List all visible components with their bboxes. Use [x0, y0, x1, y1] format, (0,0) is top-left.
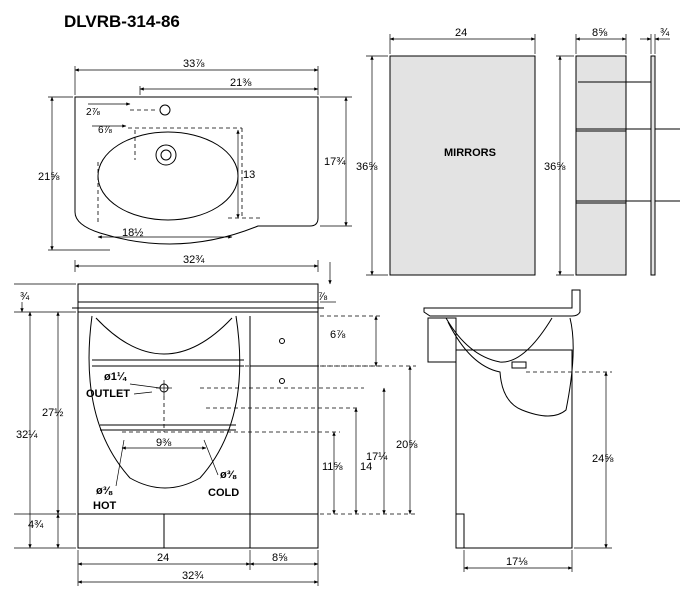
dim-side-height: 20⅝: [396, 439, 418, 451]
dim-bowl-length: 13: [243, 169, 255, 181]
outlet-label: OUTLET: [86, 388, 130, 400]
dim-counter-thickness: ⅞: [318, 291, 328, 303]
dim-shelf-width: 8⅝: [592, 27, 608, 39]
dim-cabinet-width: 24: [157, 552, 169, 564]
dim-outlet-height: 14: [360, 461, 372, 473]
countertop-outline: [74, 96, 319, 245]
dim-mirror-thickness: ¾: [660, 27, 670, 39]
dim-overall-height: 32¼: [16, 429, 38, 441]
side-basin: [445, 317, 553, 363]
cold-label: COLD: [208, 487, 239, 499]
dim-bowl-edge-width: 21⅜: [230, 77, 252, 89]
dim-drawer-height: 17¼: [366, 451, 388, 463]
drawer-knob-top: [279, 338, 285, 344]
mirror-panel: [389, 55, 536, 276]
model-title: DLVRB-314-86: [64, 12, 180, 31]
dim-side-height: 24⅝: [592, 453, 614, 465]
dim-drain-offset: 6⅞: [98, 125, 113, 136]
dim-overall-width: 33⅞: [183, 58, 205, 70]
drain-circle: [155, 144, 177, 166]
hot-dia-label: ø⅜: [96, 485, 113, 497]
dim-cabinet-height: 27½: [42, 407, 63, 419]
drawer-knob-bottom: [279, 378, 285, 384]
mirror-front-view: MIRRORS 24 36⅝: [356, 27, 536, 276]
dim-bowl-width: 18½: [122, 227, 143, 239]
dim-faucet-offset: 2⅞: [86, 107, 101, 118]
dim-top-thickness: ¾: [20, 291, 30, 303]
top-view: 33⅞ 21⅜ 21⅝ 2⅞ 6⅞ 13 17¾ 18½ 32¾: [38, 58, 352, 272]
mirror-shelf-view: 8⅝ 36⅝ ¾: [544, 27, 680, 276]
dim-right-depth: 17¾: [324, 156, 346, 168]
dim-side-depth: 17⅛: [506, 556, 528, 568]
dim-mirror-width: 24: [455, 27, 467, 39]
hot-label: HOT: [93, 500, 117, 512]
dim-drawer-offset: 6⅞: [330, 329, 346, 341]
mirrors-label: MIRRORS: [444, 147, 496, 159]
dim-front-overall-width: 32¾: [182, 570, 204, 582]
drain-inner: [160, 149, 172, 161]
cabinet-body: [77, 311, 319, 549]
dim-plinth-height: 4¾: [28, 519, 44, 531]
dim-supply-spacing: 9⅜: [156, 437, 172, 449]
side-pedestal: [447, 317, 574, 417]
dim-shelf-height: 36⅝: [544, 161, 566, 173]
pedestal-bowl: [88, 315, 241, 489]
faucet-hole: [159, 104, 171, 116]
dim-supply-height: 11⅝: [322, 461, 343, 473]
vanity-side-view: 24⅝ 17⅛: [423, 289, 614, 572]
cold-dia-label: ø⅜: [220, 469, 237, 481]
outlet-dia-label: ø1¼: [104, 371, 127, 383]
dim-drawer-width: 8⅝: [272, 552, 288, 564]
countertop: [77, 283, 319, 303]
mirror-edge: [650, 55, 656, 276]
shelf-panel: [575, 55, 627, 276]
vanity-front-view: ø1¼ OUTLET ø⅜ HOT ø⅜ COLD 9⅜ ¾ 32¼ 27½ 4…: [14, 262, 418, 586]
sink-basin: [95, 317, 233, 355]
side-cabinet: [455, 349, 573, 549]
side-countertop: [423, 289, 581, 317]
dim-base-width: 32¾: [183, 254, 205, 266]
dim-mirror-height: 36⅝: [356, 161, 378, 173]
dim-depth: 21⅝: [38, 171, 60, 183]
